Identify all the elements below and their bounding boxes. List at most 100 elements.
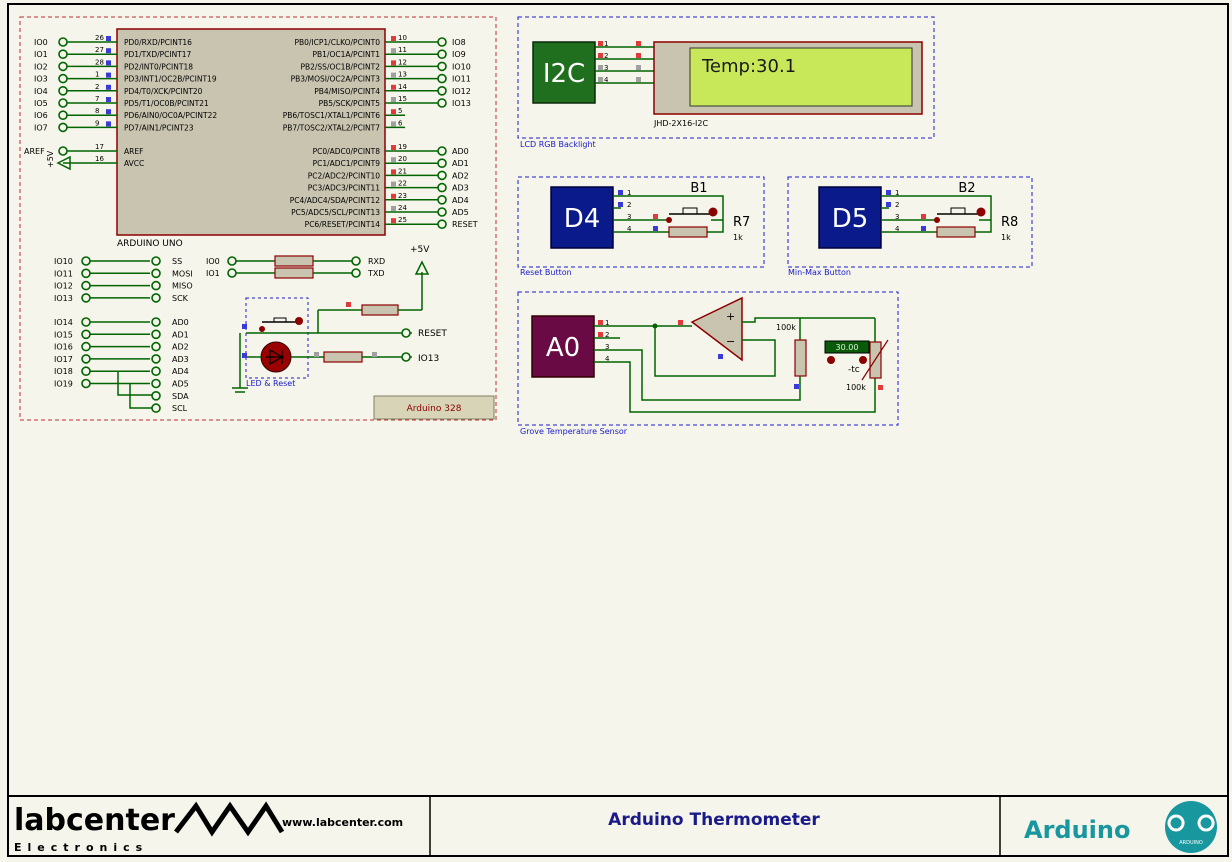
pin-name: PB0/ICP1/CLKO/PCINT0 [294,38,380,47]
net-terminal-icon [151,317,161,327]
net-label: RXD [368,257,385,266]
net-label: IO2 [34,62,48,71]
temperature-readout: 30.00 [836,343,859,352]
net-terminal-icon [151,341,161,352]
net-terminal-icon [81,280,91,291]
pin-name: PB6/TOSC1/XTAL1/PCINT6 [283,111,381,120]
readout-up-icon[interactable] [859,356,867,364]
switch-cap [682,207,698,215]
pin-marker [598,41,603,46]
labcenter-logo-subtext: Electronics [14,841,148,854]
button-wire [949,195,992,233]
opamp-feedback-wire [594,325,776,377]
reset-button-block-border [517,176,765,268]
reset-button-caption: Reset Button [520,268,572,277]
i2c-connector-label: I2C [543,59,585,89]
vcc-rail-wire [742,317,875,323]
pin-name: PB7/TOSC2/XTAL2/PCINT7 [283,123,381,132]
net-terminal-icon [151,268,161,279]
net-terminal-icon [58,37,68,47]
pin-marker [598,320,603,325]
net-terminal-icon [151,403,161,413]
minmax-button-block-border [787,176,1033,268]
pin-name: PD3/INT1/OC2B/PCINT19 [124,75,217,84]
net-terminal-icon [58,98,68,108]
lcd-block-border [517,16,935,139]
pin-number: 8 [95,107,99,115]
pin-number: 2 [627,201,631,209]
pin-name: AREF [124,147,143,156]
chip-right-pins-top: IO810PB0/ICP1/CLKO/PCINT0IO911PB1/OC1A/P… [283,34,471,132]
led-resistor [323,351,363,363]
net-terminal-icon [58,86,68,96]
pin-name: PC5/ADC5/SCL/PCINT13 [291,208,380,217]
net-label: AREF [24,147,45,156]
net-label: IO12 [452,87,471,96]
arduino-brand-text: Arduino [1024,816,1130,844]
net-terminal-icon [151,390,161,401]
net-label: IO0 [206,257,220,266]
net-terminal-icon [437,86,447,96]
pin-number: 1 [895,189,899,197]
net-terminal-icon [437,195,447,205]
net-label: IO9 [452,50,466,59]
net-terminal-icon [58,122,68,133]
lcd-caption: LCD RGB Backlight [520,140,596,149]
arduino-logo-infinity [1167,814,1215,832]
switch-contact [666,217,672,223]
button-connector [550,186,614,249]
net-terminal-icon [81,366,91,377]
net-terminal-icon [437,73,447,84]
pin-marker [636,77,641,82]
pin-marker [106,48,111,54]
pin-marker [636,41,641,46]
switch-contact [934,217,940,223]
net-terminal-icon [437,182,447,193]
pin-number: 16 [95,155,104,163]
opamp-symbol [690,296,743,362]
switch-ref: B1 [690,181,707,196]
net-terminal-icon [227,256,237,266]
pin-number: 6 [398,119,403,127]
net-terminal-icon [437,61,447,72]
net-label: AD0 [172,318,189,327]
reset-switch-contact [259,326,265,332]
net-label: SDA [172,392,189,401]
switch-indicator [976,207,986,217]
pin-name: PD1/TXD/PCINT17 [124,50,192,59]
pin-name: PB5/SCK/PCINT5 [319,99,381,108]
net-label: AD4 [452,196,469,205]
pin-number: 23 [398,192,407,200]
pin-marker [794,384,799,389]
pin-number: 1 [627,189,631,197]
pin-marker [598,65,603,70]
pin-number: 5 [398,107,402,115]
pin-marker [391,193,396,199]
resistor-ref: R8 [1001,215,1018,230]
thermistor-value: 100k [846,383,866,392]
net-terminal-icon [151,256,161,266]
readout-down-icon[interactable] [827,356,835,364]
net-terminal-icon [151,354,161,364]
pin-number: 3 [895,213,899,221]
pin-number: 14 [398,83,407,91]
button-connector-label: D5 [832,204,869,234]
pin-number: 4 [627,225,632,233]
resistor-ref: R7 [733,215,750,230]
temperature-readout-box[interactable] [824,340,870,354]
net-label: IO0 [34,38,48,47]
pin-marker [372,352,377,357]
reset-net-label: RESET [418,329,447,339]
pin-marker [106,72,111,78]
net-terminal-icon [437,37,447,47]
labcenter-website: www.labcenter.com [282,816,403,829]
pin-number: 9 [95,119,99,127]
pin-marker [242,324,247,329]
arduino-block-border [19,16,497,421]
arduino-block-label: Arduino 328 [407,404,462,414]
net-terminal-icon [81,329,91,340]
net-terminal-icon [151,366,161,377]
pin-name: PB1/OC1A/PCINT1 [313,50,381,59]
